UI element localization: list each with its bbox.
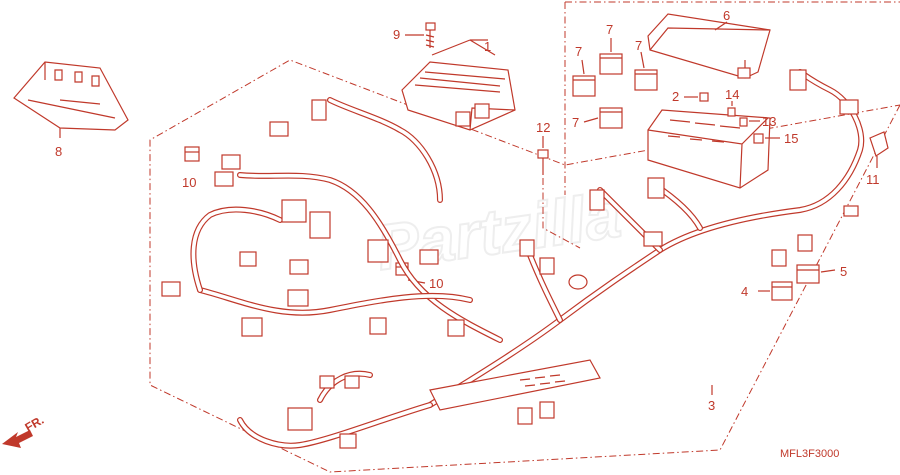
leader-5: [820, 269, 836, 273]
harness-connector-23[interactable]: [589, 189, 605, 211]
harness-connector-19[interactable]: [517, 407, 533, 425]
leader-7d: [583, 117, 599, 123]
harness-connector-8[interactable]: [239, 251, 257, 267]
harness-connector-28[interactable]: [843, 205, 859, 217]
part-13-fuse[interactable]: [739, 117, 748, 127]
harness-connector-5[interactable]: [309, 211, 331, 239]
harness-connector-27[interactable]: [839, 99, 859, 115]
callout-10a: 10: [182, 175, 196, 190]
harness-connector-30[interactable]: [771, 249, 787, 267]
harness-connector-24[interactable]: [647, 177, 665, 199]
callout-10b: 10: [429, 276, 443, 291]
callout-11: 11: [866, 172, 880, 187]
part-9-bolt[interactable]: [425, 22, 436, 48]
part-7-relay-c[interactable]: [572, 75, 596, 97]
part-1-regulator[interactable]: [401, 61, 516, 131]
part-10-clip-a[interactable]: [184, 146, 200, 162]
harness-connector-9[interactable]: [289, 259, 309, 275]
harness-connector-20[interactable]: [539, 401, 555, 419]
harness-connector-22[interactable]: [539, 257, 555, 275]
harness-connector-2[interactable]: [221, 154, 241, 170]
harness-connector-31[interactable]: [311, 99, 327, 121]
callout-3: 3: [708, 398, 715, 413]
part-7-relay-d[interactable]: [599, 107, 623, 129]
assembly-boundary: [149, 1, 900, 473]
harness-junction-block[interactable]: [429, 359, 601, 411]
leader-1: [431, 39, 496, 56]
watermark-text: Partzilla: [372, 178, 625, 283]
harness-connector-14[interactable]: [447, 319, 465, 337]
callout-12: 12: [536, 120, 550, 135]
callout-1: 1: [484, 39, 491, 54]
harness-connector-13[interactable]: [369, 317, 387, 335]
harness-connector-4[interactable]: [281, 199, 307, 223]
harness-connector-10[interactable]: [161, 281, 181, 297]
harness-grommet[interactable]: [568, 274, 588, 290]
callout-7d: 7: [572, 115, 579, 130]
harness-connector-21[interactable]: [519, 239, 535, 257]
harness-connector-7[interactable]: [419, 249, 439, 265]
drawing-code: MFL3F3000: [780, 448, 839, 460]
callout-13: 13: [762, 114, 776, 129]
callout-9: 9: [393, 27, 400, 42]
callout-2: 2: [672, 89, 679, 104]
harness-connector-11[interactable]: [241, 317, 263, 337]
harness-connector-16[interactable]: [344, 375, 360, 389]
fuse-box[interactable]: [647, 109, 771, 189]
leader-7c: [581, 59, 585, 75]
harness-connector-12[interactable]: [287, 289, 309, 307]
part-11-connector[interactable]: [869, 131, 889, 157]
harness-connector-3[interactable]: [214, 171, 234, 187]
callout-14: 14: [725, 87, 739, 102]
leader-12-mount: [542, 178, 581, 249]
part-7-relay-a[interactable]: [599, 53, 623, 75]
callout-7c: 7: [575, 44, 582, 59]
part-5-connector[interactable]: [796, 264, 820, 284]
part-15-fuse[interactable]: [753, 133, 764, 144]
part-14-fuse[interactable]: [727, 107, 736, 117]
part-2-fuse[interactable]: [699, 92, 709, 102]
leader-7b: [640, 51, 645, 69]
callout-8: 8: [55, 144, 62, 159]
callout-5: 5: [840, 264, 847, 279]
part-3-wire-harness[interactable]: [190, 69, 865, 449]
part-6-fusebox-cover[interactable]: [647, 13, 771, 79]
harness-connector-26[interactable]: [789, 69, 807, 91]
front-direction-label: FR.: [23, 413, 47, 435]
part-4-connector[interactable]: [771, 281, 793, 301]
callout-7b: 7: [635, 38, 642, 53]
part-8-cover[interactable]: [13, 61, 129, 131]
harness-connector-6[interactable]: [367, 239, 389, 263]
harness-connector-17[interactable]: [287, 407, 313, 431]
leader-6: [714, 21, 728, 31]
harness-connector-15[interactable]: [319, 375, 335, 389]
callout-6: 6: [723, 8, 730, 23]
callout-4: 4: [741, 284, 748, 299]
callout-15: 15: [784, 131, 798, 146]
harness-connector-1[interactable]: [269, 121, 289, 137]
callout-7a: 7: [606, 22, 613, 37]
harness-connector-29[interactable]: [797, 234, 813, 252]
part-12-bolt[interactable]: [537, 149, 549, 175]
harness-connector-18[interactable]: [339, 433, 357, 449]
front-direction-arrow-icon: [2, 430, 33, 448]
part-7-relay-b[interactable]: [634, 69, 658, 91]
harness-connector-25[interactable]: [643, 231, 663, 247]
